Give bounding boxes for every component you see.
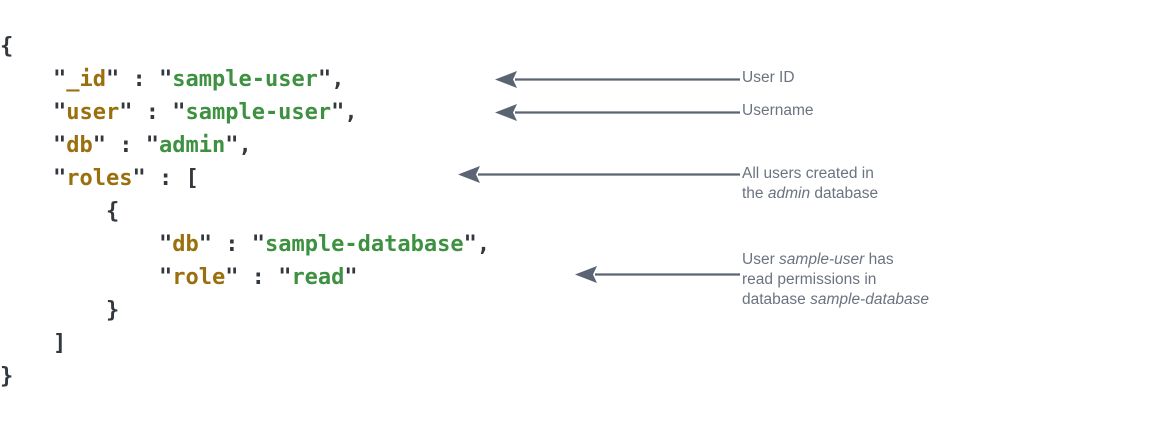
code-indent	[0, 166, 53, 191]
code-token-quote: "	[158, 232, 173, 257]
code-token-quote: "	[198, 232, 212, 257]
json-code-line: "db" : "admin",	[0, 129, 490, 162]
annotation-arrow-admin-database	[458, 166, 740, 183]
code-indent	[0, 67, 53, 92]
code-token-punct: : [	[145, 166, 199, 191]
annotation-arrow-username	[495, 104, 740, 121]
json-code-line: "_id" : "sample-user",	[0, 63, 490, 96]
code-token-quote: "	[317, 67, 332, 92]
code-token-quote: "	[251, 232, 265, 257]
annotation-arrow-user-id	[495, 71, 740, 88]
json-code-line: "user" : "sample-user",	[0, 96, 490, 129]
code-token-punct: ,	[476, 232, 491, 257]
code-token-punct: {	[105, 199, 120, 224]
code-token-quote: "	[52, 67, 67, 92]
code-token-key: user	[66, 100, 120, 125]
code-token-quote: "	[225, 265, 239, 290]
code-token-punct: :	[119, 67, 159, 92]
code-token-punct: :	[211, 232, 252, 257]
code-token-quote: "	[105, 67, 120, 92]
code-token-str: admin	[158, 133, 226, 158]
json-code-block: { "_id" : "sample-user", "user" : "sampl…	[0, 30, 490, 393]
code-token-key: db	[66, 133, 93, 158]
code-token-punct: }	[105, 298, 120, 323]
annotation-label-user-id: User ID	[742, 69, 795, 86]
code-token-punct: ,	[344, 100, 358, 125]
json-code-line: }	[0, 360, 490, 393]
code-token-punct: :	[132, 100, 173, 125]
json-code-line: "roles" : [	[0, 162, 490, 195]
annotation-arrow-read-permissions	[575, 266, 740, 283]
code-indent	[0, 298, 106, 323]
json-code-line: {	[0, 30, 490, 63]
code-token-key: role	[172, 265, 226, 290]
code-indent	[0, 100, 53, 125]
code-token-str: sample-database	[264, 232, 464, 257]
code-token-key: roles	[66, 166, 133, 191]
json-code-line: }	[0, 294, 490, 327]
code-token-punct: :	[238, 265, 279, 290]
code-token-quote: "	[132, 166, 146, 191]
code-token-quote: "	[158, 265, 173, 290]
annotation-label-username: Username	[742, 102, 814, 119]
code-token-punct: ]	[52, 331, 67, 356]
code-token-quote: "	[52, 133, 67, 158]
json-code-line: "role" : "read"	[0, 261, 490, 294]
code-token-quote: "	[344, 265, 358, 290]
code-token-quote: "	[331, 100, 345, 125]
code-token-quote: "	[52, 100, 67, 125]
code-token-quote: "	[52, 166, 67, 191]
code-token-punct: :	[105, 133, 146, 158]
code-token-key: _id	[66, 67, 106, 92]
code-indent	[0, 133, 53, 158]
code-indent	[0, 331, 53, 356]
code-token-quote: "	[145, 133, 159, 158]
code-token-punct: ,	[331, 67, 345, 92]
json-code-line: "db" : "sample-database",	[0, 228, 490, 261]
code-token-punct: {	[0, 34, 14, 59]
code-token-quote: "	[463, 232, 477, 257]
code-token-str: sample-user	[172, 67, 318, 92]
code-token-punct: }	[0, 364, 14, 389]
code-token-str: read	[291, 265, 345, 290]
code-token-str: sample-user	[185, 100, 332, 125]
json-code-line: ]	[0, 327, 490, 360]
code-token-key: db	[172, 232, 199, 257]
code-indent	[0, 232, 159, 257]
code-token-punct: ,	[238, 133, 252, 158]
code-token-quote: "	[92, 133, 106, 158]
code-token-quote: "	[172, 100, 186, 125]
code-token-quote: "	[158, 67, 173, 92]
code-indent	[0, 199, 106, 224]
json-code-line: {	[0, 195, 490, 228]
code-indent	[0, 265, 159, 290]
code-token-quote: "	[119, 100, 133, 125]
code-token-quote: "	[278, 265, 292, 290]
code-token-quote: "	[225, 133, 239, 158]
